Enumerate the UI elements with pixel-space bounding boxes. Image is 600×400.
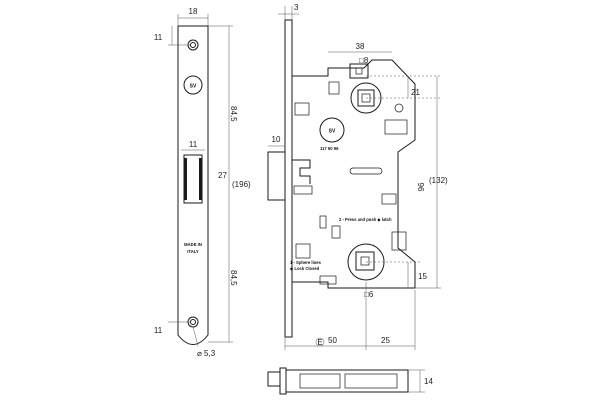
body-code: 117 50 96 — [320, 146, 339, 151]
dim-25: 25 — [381, 336, 390, 345]
dim-latch-projection: 10 — [272, 135, 281, 144]
dim-hole-top: 11 — [154, 33, 163, 42]
dim-spindle-top: □8 — [359, 56, 369, 65]
made-in-text-line2: ITALY — [187, 249, 199, 254]
lock-body: SV 117 50 96 2 - Press and push ◆ latch … — [267, 19, 416, 338]
dim-thickness: 14 — [424, 377, 433, 386]
dim-spindle-bottom: □6 — [364, 290, 374, 299]
step2-label: 2 - Press and push ◆ latch — [339, 217, 392, 222]
dim-backset: 50 — [328, 336, 337, 345]
faceplate-dimensions: 18 11 84,5 84,5 27 (196) 11 11 ⌀ 5,3 — [154, 7, 251, 358]
dim-96: 96 — [417, 182, 426, 191]
dim-faceplate-width: 18 — [189, 7, 198, 16]
dim-window-height: 27 — [218, 171, 227, 180]
dim-latch-window: 11 — [189, 140, 198, 149]
dim-backset-marker: E — [317, 338, 322, 347]
dim-hole-bottom: 11 — [154, 326, 163, 335]
step1-line1: 1 - Sphere lines — [290, 260, 322, 265]
body-logo: SV — [329, 129, 336, 135]
faceplate-logo: SV — [190, 84, 197, 90]
dim-overall-length: (196) — [232, 180, 251, 189]
faceplate: SV MADE IN ITALY — [177, 25, 209, 345]
dim-132: (132) — [429, 176, 448, 185]
bottom-view: 14 — [267, 367, 433, 395]
made-in-text-line1: MADE IN — [184, 242, 202, 247]
dim-21: 21 — [411, 88, 420, 97]
dim-lower-span: 84,5 — [229, 270, 238, 286]
dim-upper-span: 84,5 — [229, 106, 238, 122]
dim-38: 38 — [356, 42, 365, 51]
dim-15: 15 — [418, 272, 427, 281]
lockbody-dimensions: 3 10 38 □8 21 96 (132) 15 □6 E 50 25 — [268, 3, 448, 350]
dim-plate-thickness: 3 — [294, 3, 299, 12]
step1-line2: ◆ Lock Closed — [289, 266, 320, 271]
dim-hole-diameter: ⌀ 5,3 — [197, 349, 216, 358]
